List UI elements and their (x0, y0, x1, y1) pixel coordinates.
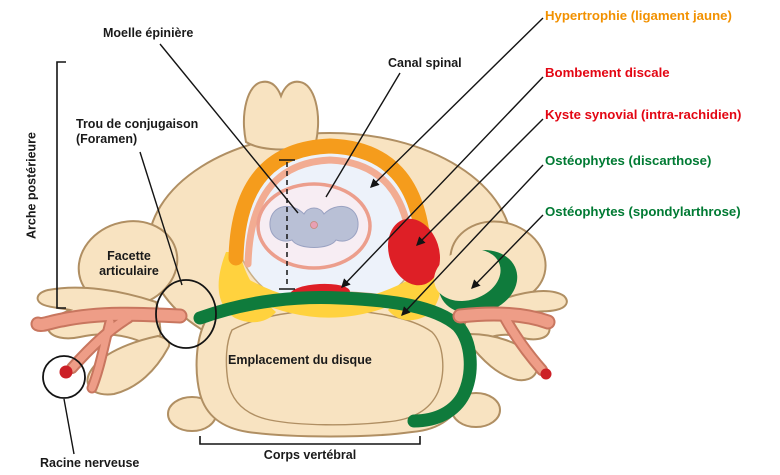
label-trou-line1: Trou de conjugaison (76, 117, 199, 131)
label-osteophytes-discarthose: Ostéophytes (discarthose) (545, 153, 712, 168)
leader-discarthose (401, 164, 544, 316)
label-emplacement-disque: Emplacement du disque (228, 353, 372, 367)
label-facette-line2: articulaire (99, 264, 159, 278)
leader-bombement (341, 76, 544, 288)
nerve-root-red-right (540, 368, 552, 380)
leader-canal (325, 72, 401, 198)
label-hypertrophie-ligament-jaune: Hypertrophie (ligament jaune) (545, 8, 732, 23)
bracket-arche-posterieure (56, 61, 66, 309)
nerve-roots-left (30, 306, 188, 394)
nerve-left-fill (32, 308, 186, 392)
label-corps-vertebral: Corps vertébral (263, 448, 357, 462)
leader-moelle (159, 43, 299, 214)
leader-spondylarthrose (471, 214, 544, 289)
ligament-jaune-hypertrophy (228, 138, 432, 266)
label-canal-spinal: Canal spinal (388, 56, 462, 70)
crescent-carve (434, 248, 501, 301)
nerve-root-circle (42, 355, 86, 399)
central-canal (310, 221, 318, 229)
nerve-root-red-left (59, 365, 73, 379)
osteophyte-discarthrosis-band (193, 291, 477, 428)
leader-trou (139, 151, 183, 286)
label-moelle-epiniere: Moelle épinière (103, 26, 194, 40)
nerve-roots-right (452, 306, 556, 380)
leader-hypertrophie (370, 17, 544, 188)
label-kyste-synovial: Kyste synovial (intra-rachidien) (545, 107, 742, 122)
spinous-process (242, 80, 320, 151)
label-racine-nerveuse: Racine nerveuse (40, 456, 140, 470)
foramen-circle (155, 279, 217, 349)
label-facette-line1: Facette (107, 249, 151, 263)
label-arche-posterieure: Arche postérieure (24, 132, 39, 239)
nerve-right-fill (454, 308, 554, 374)
spinal-cord (256, 182, 372, 270)
leader-racine (63, 398, 75, 455)
annotations (42, 17, 544, 455)
left-inferior-process (86, 334, 171, 396)
label-facette-articulaire: Facette articulaire (86, 249, 172, 279)
leader-kyste (416, 118, 544, 246)
bracket-corps-vertebral (199, 436, 421, 445)
label-trou-line2: (Foramen) (76, 132, 138, 146)
brackets (56, 61, 421, 445)
leader-lines (63, 17, 544, 455)
dura-ring (244, 156, 416, 268)
label-trou-de-conjugaison: Trou de conjugaison (Foramen) (76, 117, 198, 147)
canal-measure-line (279, 159, 295, 290)
label-bombement-discale: Bombement discale (545, 65, 670, 80)
label-osteophytes-spondylarthrose: Ostéophytes (spondylarthrose) (545, 204, 741, 219)
